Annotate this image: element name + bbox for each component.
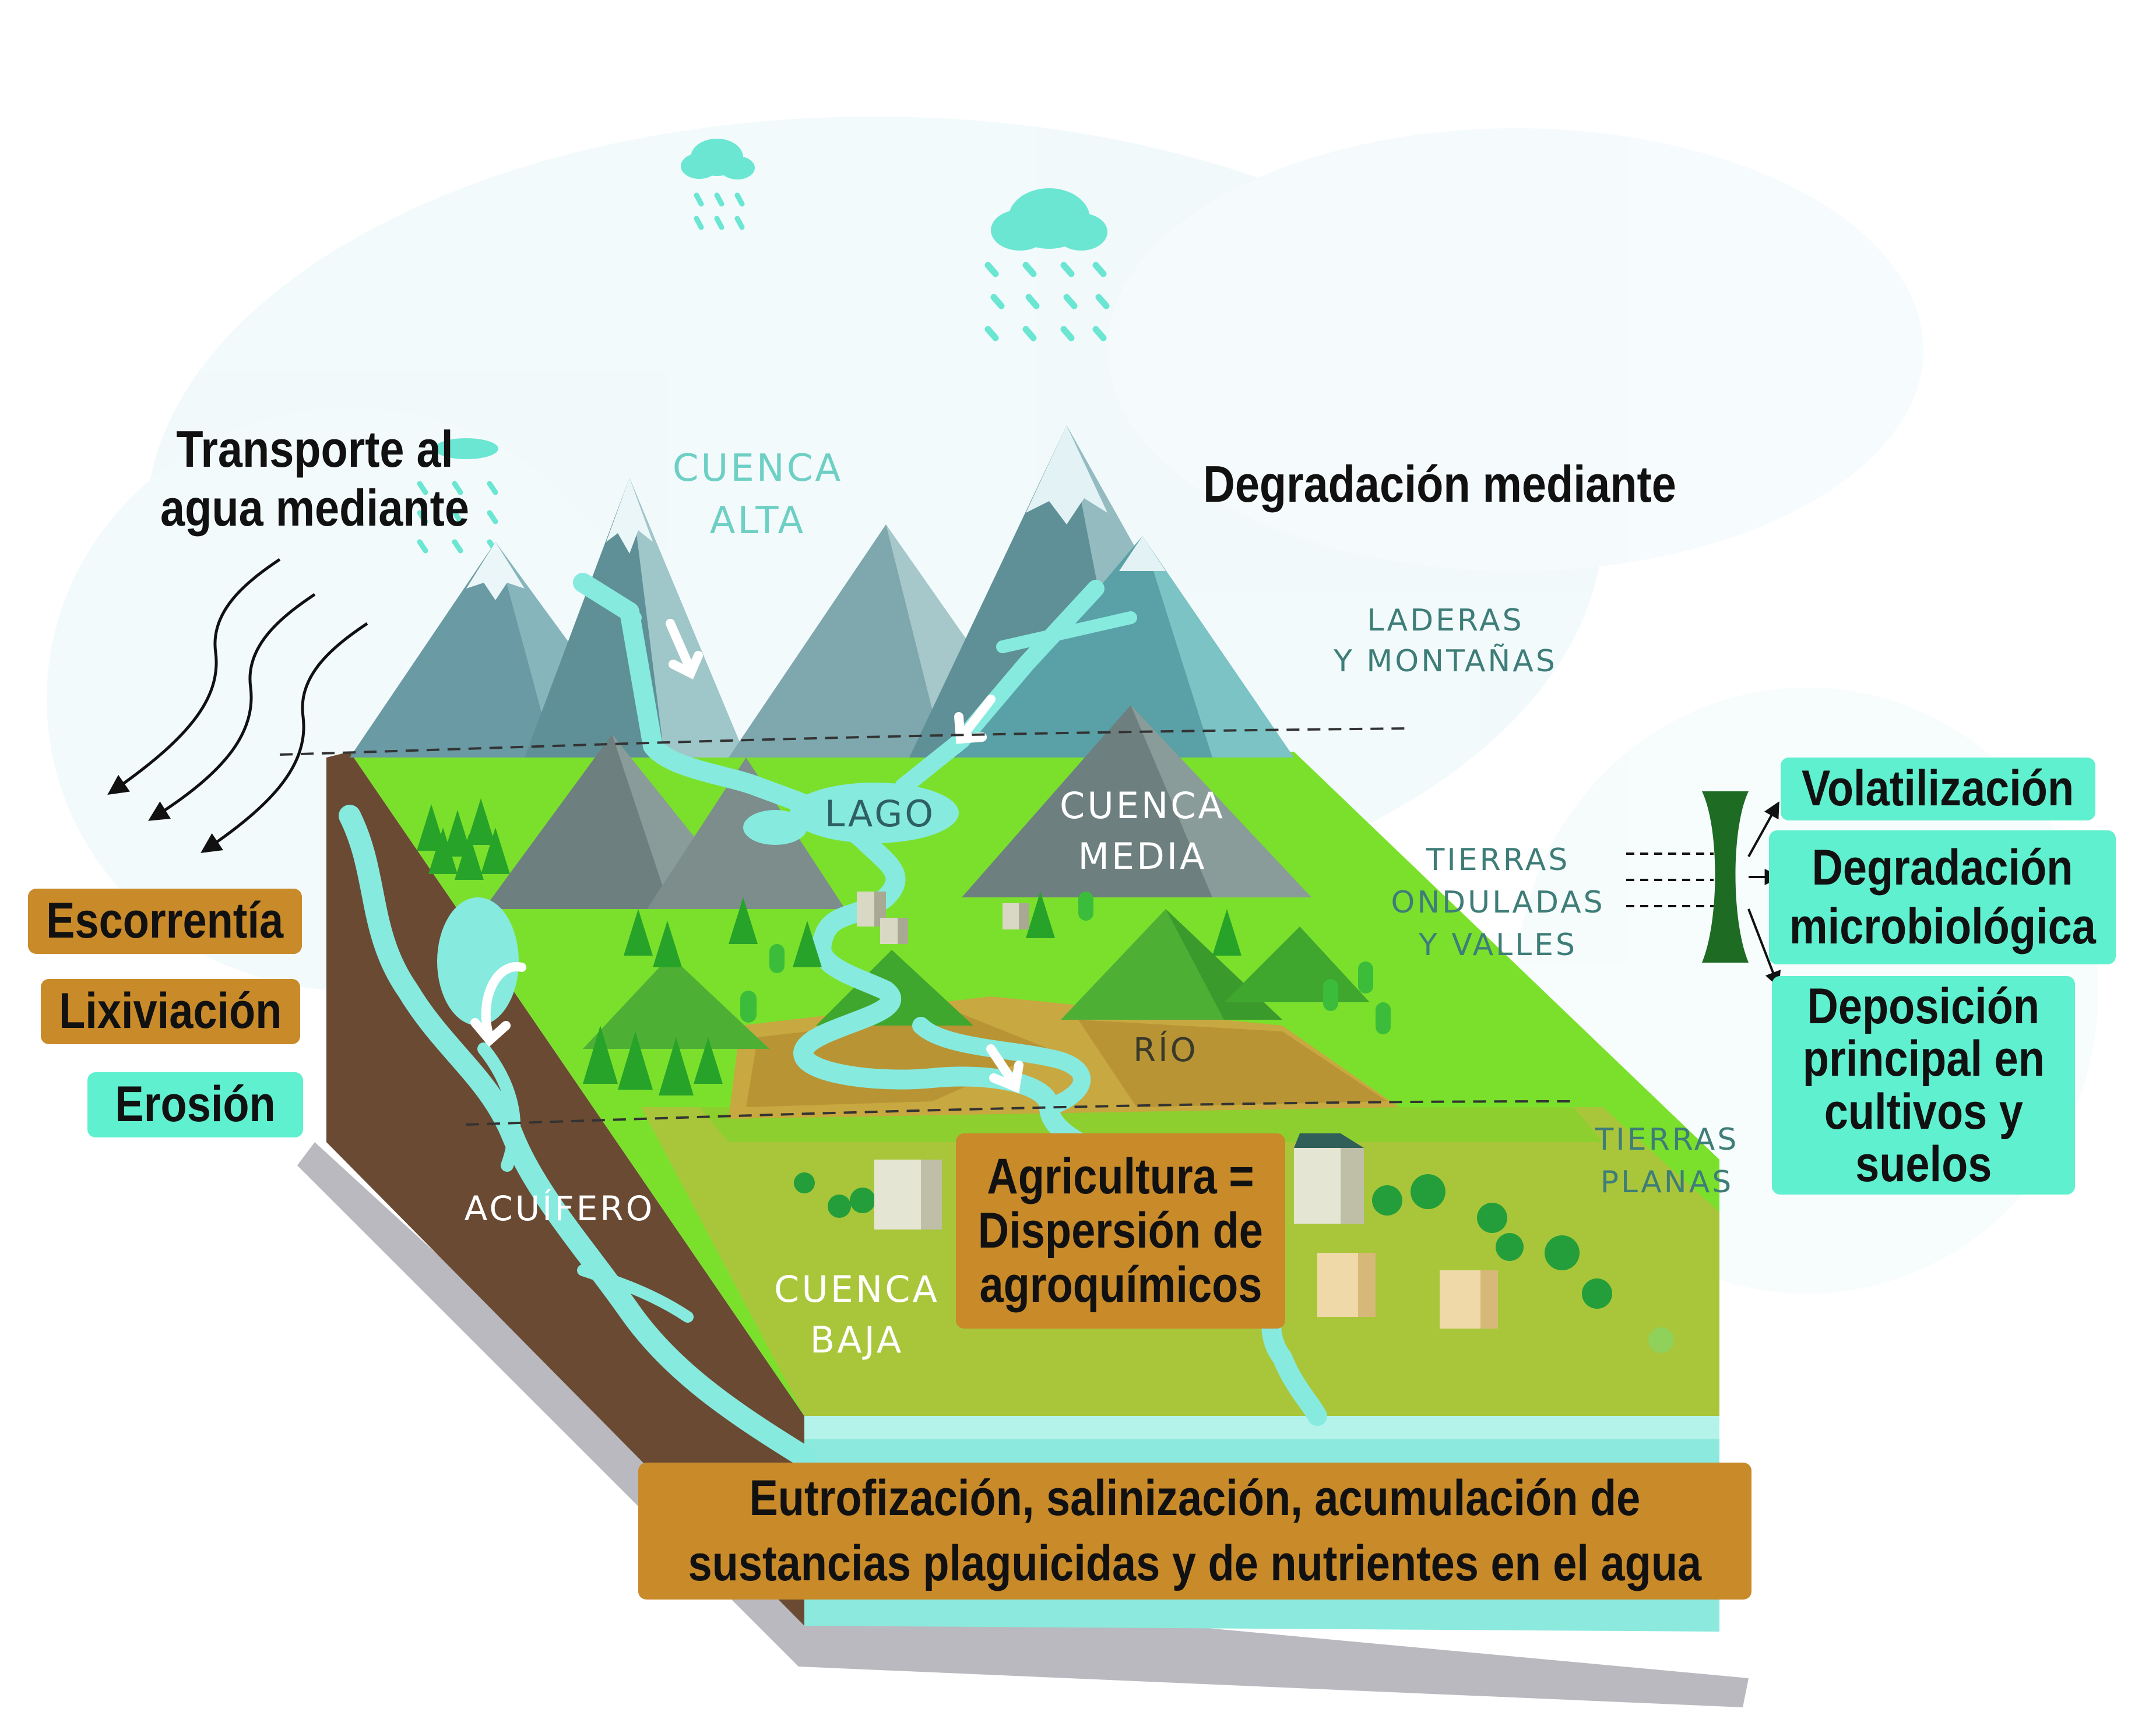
block-shadow	[297, 1142, 1749, 1707]
microbial-line1: Degradación	[1812, 839, 2073, 896]
flow-arrows	[470, 619, 1024, 1094]
green-hills	[583, 909, 1370, 1049]
laderas-label: LADERAS Y MONTAÑAS	[1282, 600, 1609, 682]
erosion-box: Erosión	[87, 1072, 303, 1137]
cuenca-alta-label: CUENCA ALTA	[641, 443, 874, 547]
agriculture-line3: agroquímicos	[979, 1256, 1262, 1313]
transport-arrows	[107, 558, 368, 853]
degradation-bracket	[1702, 791, 1749, 963]
transport-title-line1: Transporte al	[176, 420, 453, 478]
volatilization-box: Volatilización	[1781, 758, 2095, 820]
deposition-line4: suelos	[1855, 1136, 1992, 1192]
consequences-line2: sustancias plaguicidas y de nutrientes e…	[688, 1535, 1702, 1591]
agriculture-line2: Dispersión de	[977, 1203, 1264, 1259]
deposition-line3: cultivos y	[1824, 1083, 2023, 1140]
microbial-degradation-box: Degradación microbiológica	[1769, 830, 2116, 964]
tierras-onduladas-line2: ONDULADAS	[1391, 885, 1605, 920]
deposition-line2: principal en	[1802, 1031, 2045, 1087]
tierras-onduladas-line3: Y VALLES	[1419, 927, 1577, 963]
zone-dividers	[279, 727, 1574, 1126]
escorrentia-label: Escorrentía	[46, 893, 284, 949]
cuenca-alta-line2: ALTA	[709, 499, 806, 543]
degradation-title: Degradación mediante	[1203, 455, 1676, 513]
consequences-line1: Eutrofización, salinización, acumulación…	[749, 1470, 1641, 1526]
cuenca-alta-line1: CUENCA	[672, 447, 843, 490]
trees	[417, 798, 1674, 1353]
tierras-onduladas-line1: TIERRAS	[1426, 843, 1570, 878]
rio-label: RÍO	[1133, 1031, 1198, 1069]
agriculture-box: Agricultura = Dispersión de agroquímicos	[956, 1133, 1285, 1329]
cuenca-baja-line2: BAJA	[810, 1318, 904, 1361]
lago-label: LAGO	[824, 792, 936, 835]
laderas-line1: LADERAS	[1367, 603, 1524, 638]
transport-title-line2: agua mediante	[160, 479, 469, 537]
cuenca-media-label: CUENCA MEDIA	[1026, 781, 1259, 882]
rain-cloud-small	[681, 139, 755, 230]
rain-cloud-large	[984, 188, 1110, 341]
microbial-line2: microbiológica	[1789, 899, 2096, 954]
transport-title: Transporte al agua mediante	[145, 420, 486, 537]
buildings	[857, 892, 1498, 1329]
pointer-dashes	[1626, 853, 1714, 907]
cuenca-media-line2: MEDIA	[1078, 834, 1207, 878]
tierras-planas-label: TIERRAS PLANAS	[1562, 1119, 1772, 1204]
cuenca-media-line1: CUENCA	[1060, 784, 1225, 827]
lixiviacion-box: Lixiviación	[41, 979, 300, 1044]
volatilization-label: Volatilización	[1802, 760, 2074, 817]
tierras-planas-line2: PLANAS	[1600, 1164, 1734, 1200]
cuenca-baja-label: CUENCA BAJA	[746, 1264, 968, 1366]
lake	[790, 783, 959, 843]
escorrentia-box: Escorrentía	[28, 889, 302, 954]
laderas-line2: Y MONTAÑAS	[1334, 644, 1557, 679]
tierras-onduladas-label: TIERRAS ONDULADAS Y VALLES	[1364, 839, 1632, 966]
tierras-planas-line1: TIERRAS	[1595, 1122, 1739, 1157]
erosion-label: Erosión	[115, 1076, 276, 1133]
lixiviacion-label: Lixiviación	[59, 983, 282, 1040]
deposition-line1: Deposición	[1807, 978, 2040, 1034]
consequences-box: Eutrofización, salinización, acumulación…	[638, 1463, 1751, 1600]
deposition-box: Deposición principal en cultivos y suelo…	[1772, 976, 2075, 1195]
cuenca-baja-line1: CUENCA	[774, 1268, 940, 1311]
acuifero-label: ACUÍFERO	[464, 1189, 655, 1228]
agriculture-line1: Agricultura =	[987, 1149, 1254, 1205]
